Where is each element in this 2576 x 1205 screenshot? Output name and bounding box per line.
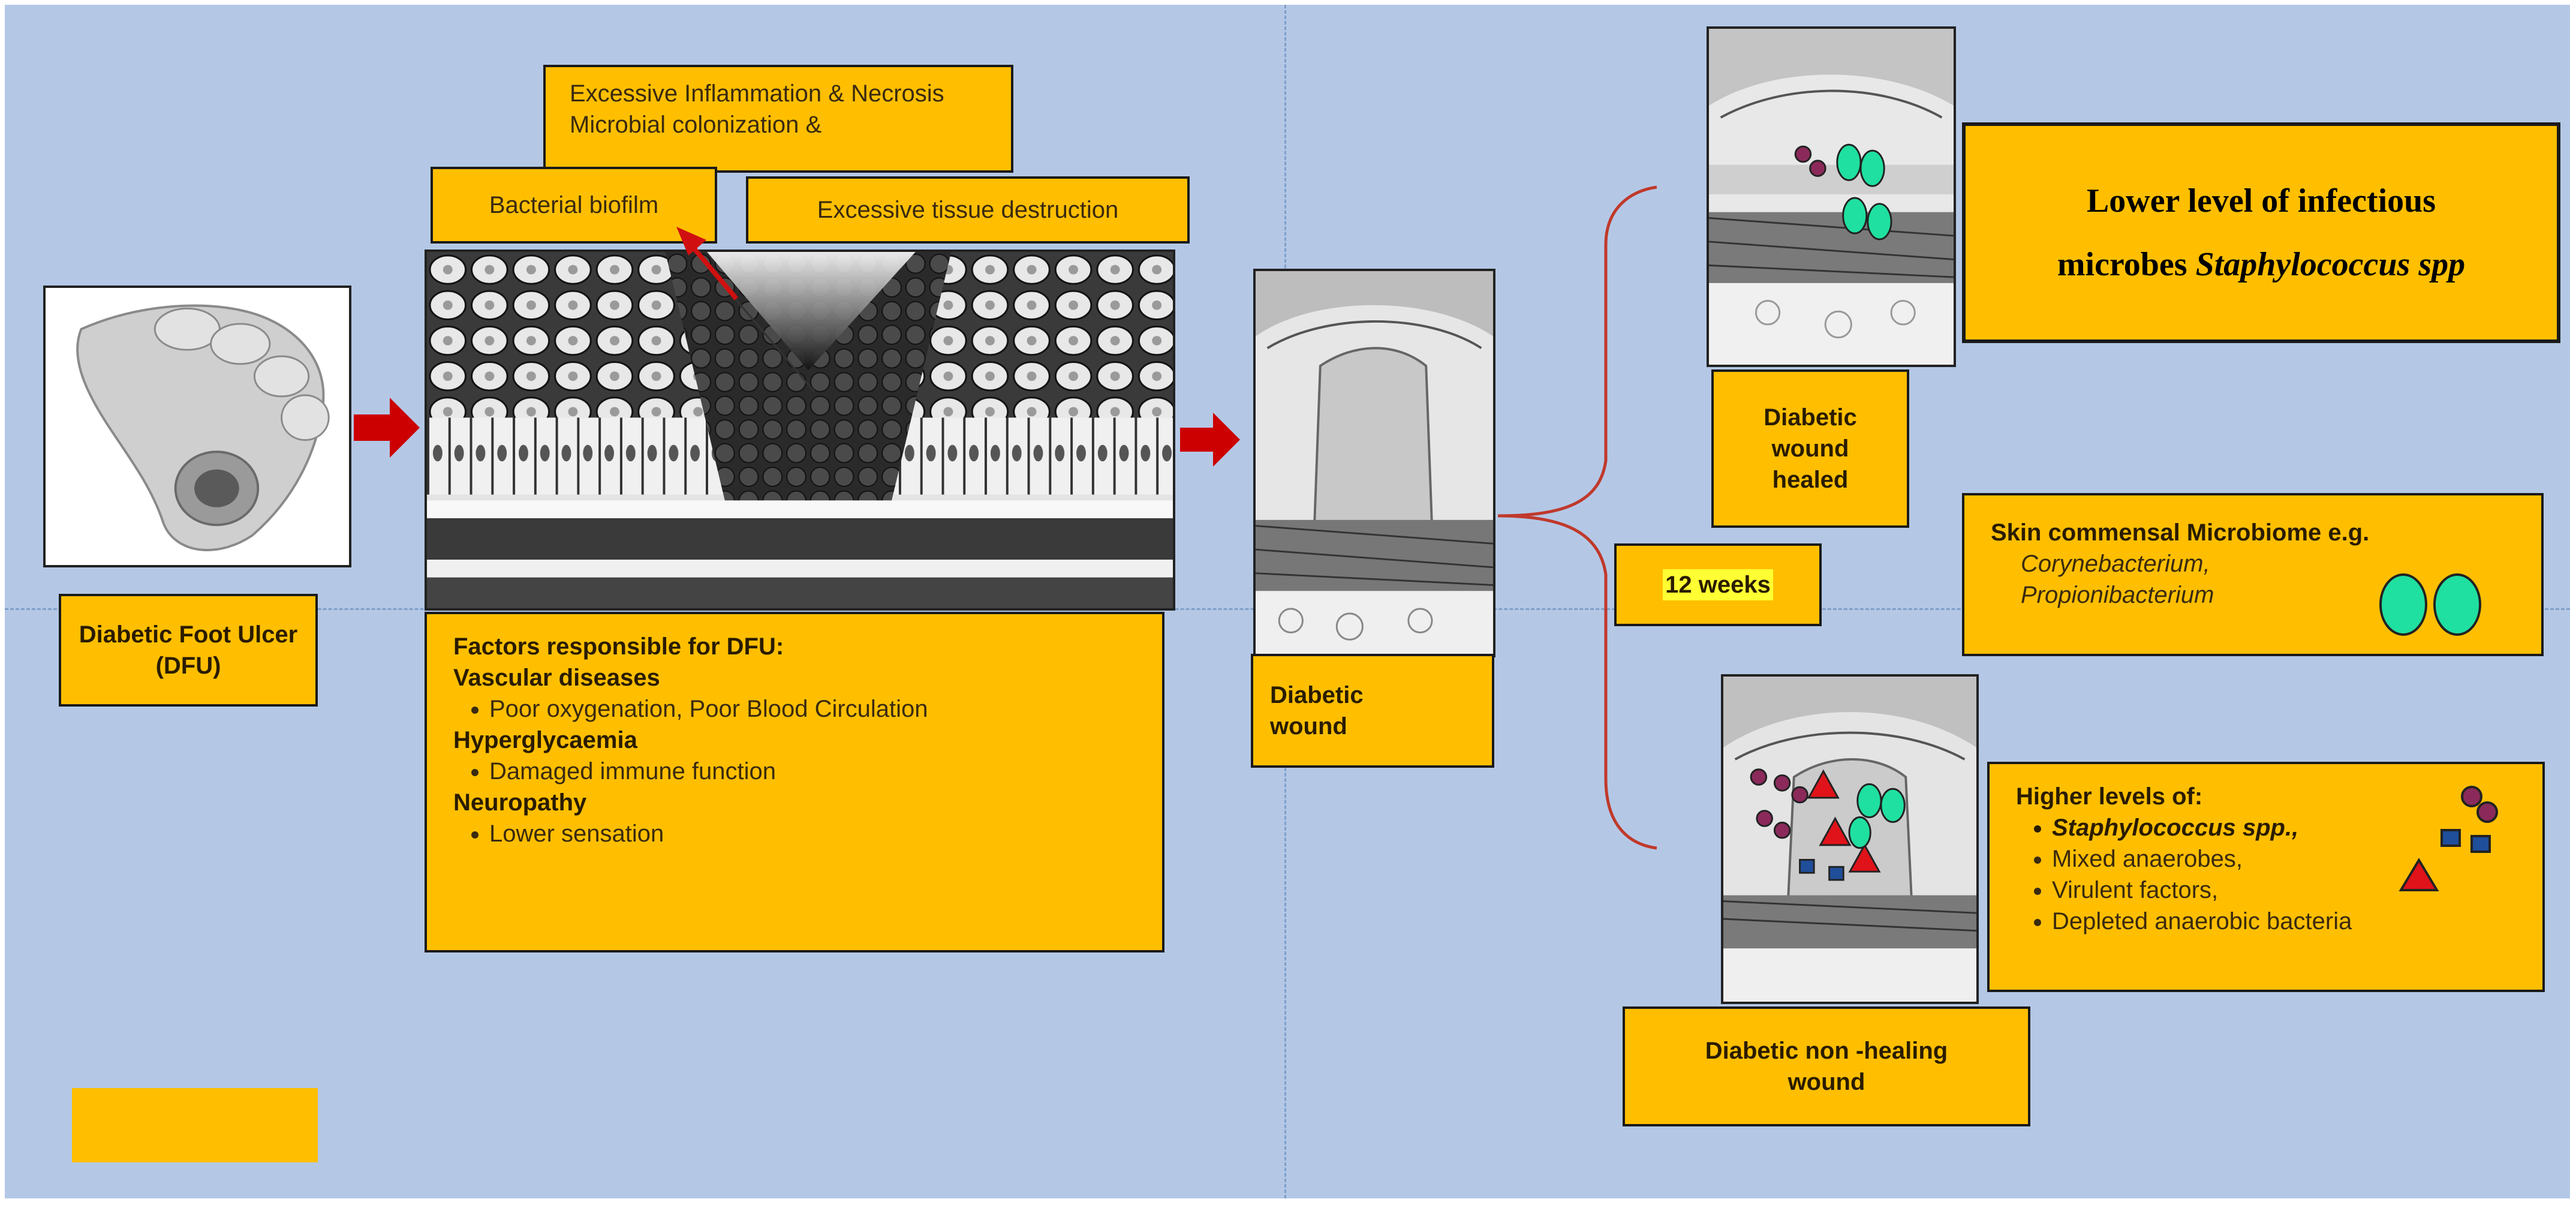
factor-heading: Neuropathy <box>453 789 587 816</box>
pathogens-icon <box>2399 786 2498 891</box>
healed-wound-image <box>1707 26 1956 367</box>
branch-bracket <box>1498 185 1657 850</box>
time-box: 12 weeks <box>1614 543 1822 626</box>
factors-title: Factors responsible for DFU: <box>453 633 784 660</box>
factor-item: Lower sensation <box>489 818 1136 849</box>
factor-heading: Vascular diseases <box>453 665 660 691</box>
tissue-section-image <box>425 250 1175 611</box>
lower-level-organism: Staphylococcus spp <box>2195 246 2466 283</box>
biofilm-label: Bacterial biofilm <box>489 192 659 218</box>
factor-item: Poor oxygenation, Poor Blood Circulation <box>489 693 1136 725</box>
commensal-organism: Propionibacterium <box>2021 582 2214 608</box>
healed-label-box: Diabetic wound healed <box>1711 369 1909 528</box>
commensal-organism: Corynebacterium, <box>2021 551 2210 577</box>
diagram-canvas: Diabetic Foot Ulcer (DFU) Excessive Infl… <box>5 5 2570 1198</box>
lower-level-text: Lower level of infectious microbes <box>2057 182 2436 283</box>
wound-illustration <box>1256 271 1493 655</box>
time-label: 12 weeks <box>1663 569 1773 600</box>
healed-label: Diabetic wound healed <box>1764 404 1857 493</box>
factor-heading: Hyperglycaemia <box>453 727 637 753</box>
nonhealing-wound-image <box>1721 674 1979 1004</box>
factors-box: Factors responsible for DFU: Vascular di… <box>425 612 1164 952</box>
nonhealing-label-box: Diabetic non -healing wound <box>1623 1006 2030 1126</box>
legend-swatch <box>72 1088 318 1162</box>
diabetic-wound-image <box>1253 269 1495 657</box>
wound-label-box: Diabetic wound <box>1251 654 1494 768</box>
colonization-line: Microbial colonization & <box>570 112 822 138</box>
tissue-destruction-label: Excessive tissue destruction <box>817 197 1119 223</box>
inflammation-line: Excessive Inflammation & Necrosis <box>570 80 944 107</box>
arrow-right-icon <box>354 398 420 458</box>
higher-item: Virulent factors, <box>2052 875 2516 906</box>
wound-label: Diabetic wound <box>1270 682 1364 740</box>
dfu-label: Diabetic Foot Ulcer (DFU) <box>79 621 298 679</box>
nonhealing-label: Diabetic non -healing wound <box>1705 1038 1948 1095</box>
tissue-illustration <box>427 252 1173 608</box>
commensal-box: Skin commensal Microbiome e.g. Corynebac… <box>1962 493 2544 656</box>
tissue-destruction-box: Excessive tissue destruction <box>746 176 1190 244</box>
biofilm-box: Bacterial biofilm <box>431 167 717 244</box>
foot-illustration <box>76 304 330 552</box>
higher-title: Higher levels of: <box>2016 783 2203 810</box>
higher-levels-box: Higher levels of: Staphylococcus spp., M… <box>1987 762 2545 992</box>
healed-illustration <box>1709 29 1954 365</box>
higher-item: Depleted anaerobic bacteria <box>2052 906 2516 937</box>
inflammation-box: Excessive Inflammation & Necrosis Microb… <box>543 65 1013 173</box>
lower-level-box: Lower level of infectious microbes Staph… <box>1962 122 2560 343</box>
commensal-bacteria-icon <box>2379 573 2481 636</box>
foot-ulcer-image <box>43 286 351 567</box>
factor-item: Damaged immune function <box>489 756 1136 787</box>
dfu-label-box: Diabetic Foot Ulcer (DFU) <box>59 594 318 707</box>
nonhealing-illustration <box>1723 677 1976 1002</box>
commensal-title: Skin commensal Microbiome e.g. <box>1991 519 2370 546</box>
higher-item: Mixed anaerobes, <box>2052 843 2516 875</box>
higher-item: Staphylococcus spp., <box>2052 812 2516 843</box>
arrow-right-icon <box>1180 413 1240 467</box>
biofilm-pointer-icon <box>676 227 815 392</box>
